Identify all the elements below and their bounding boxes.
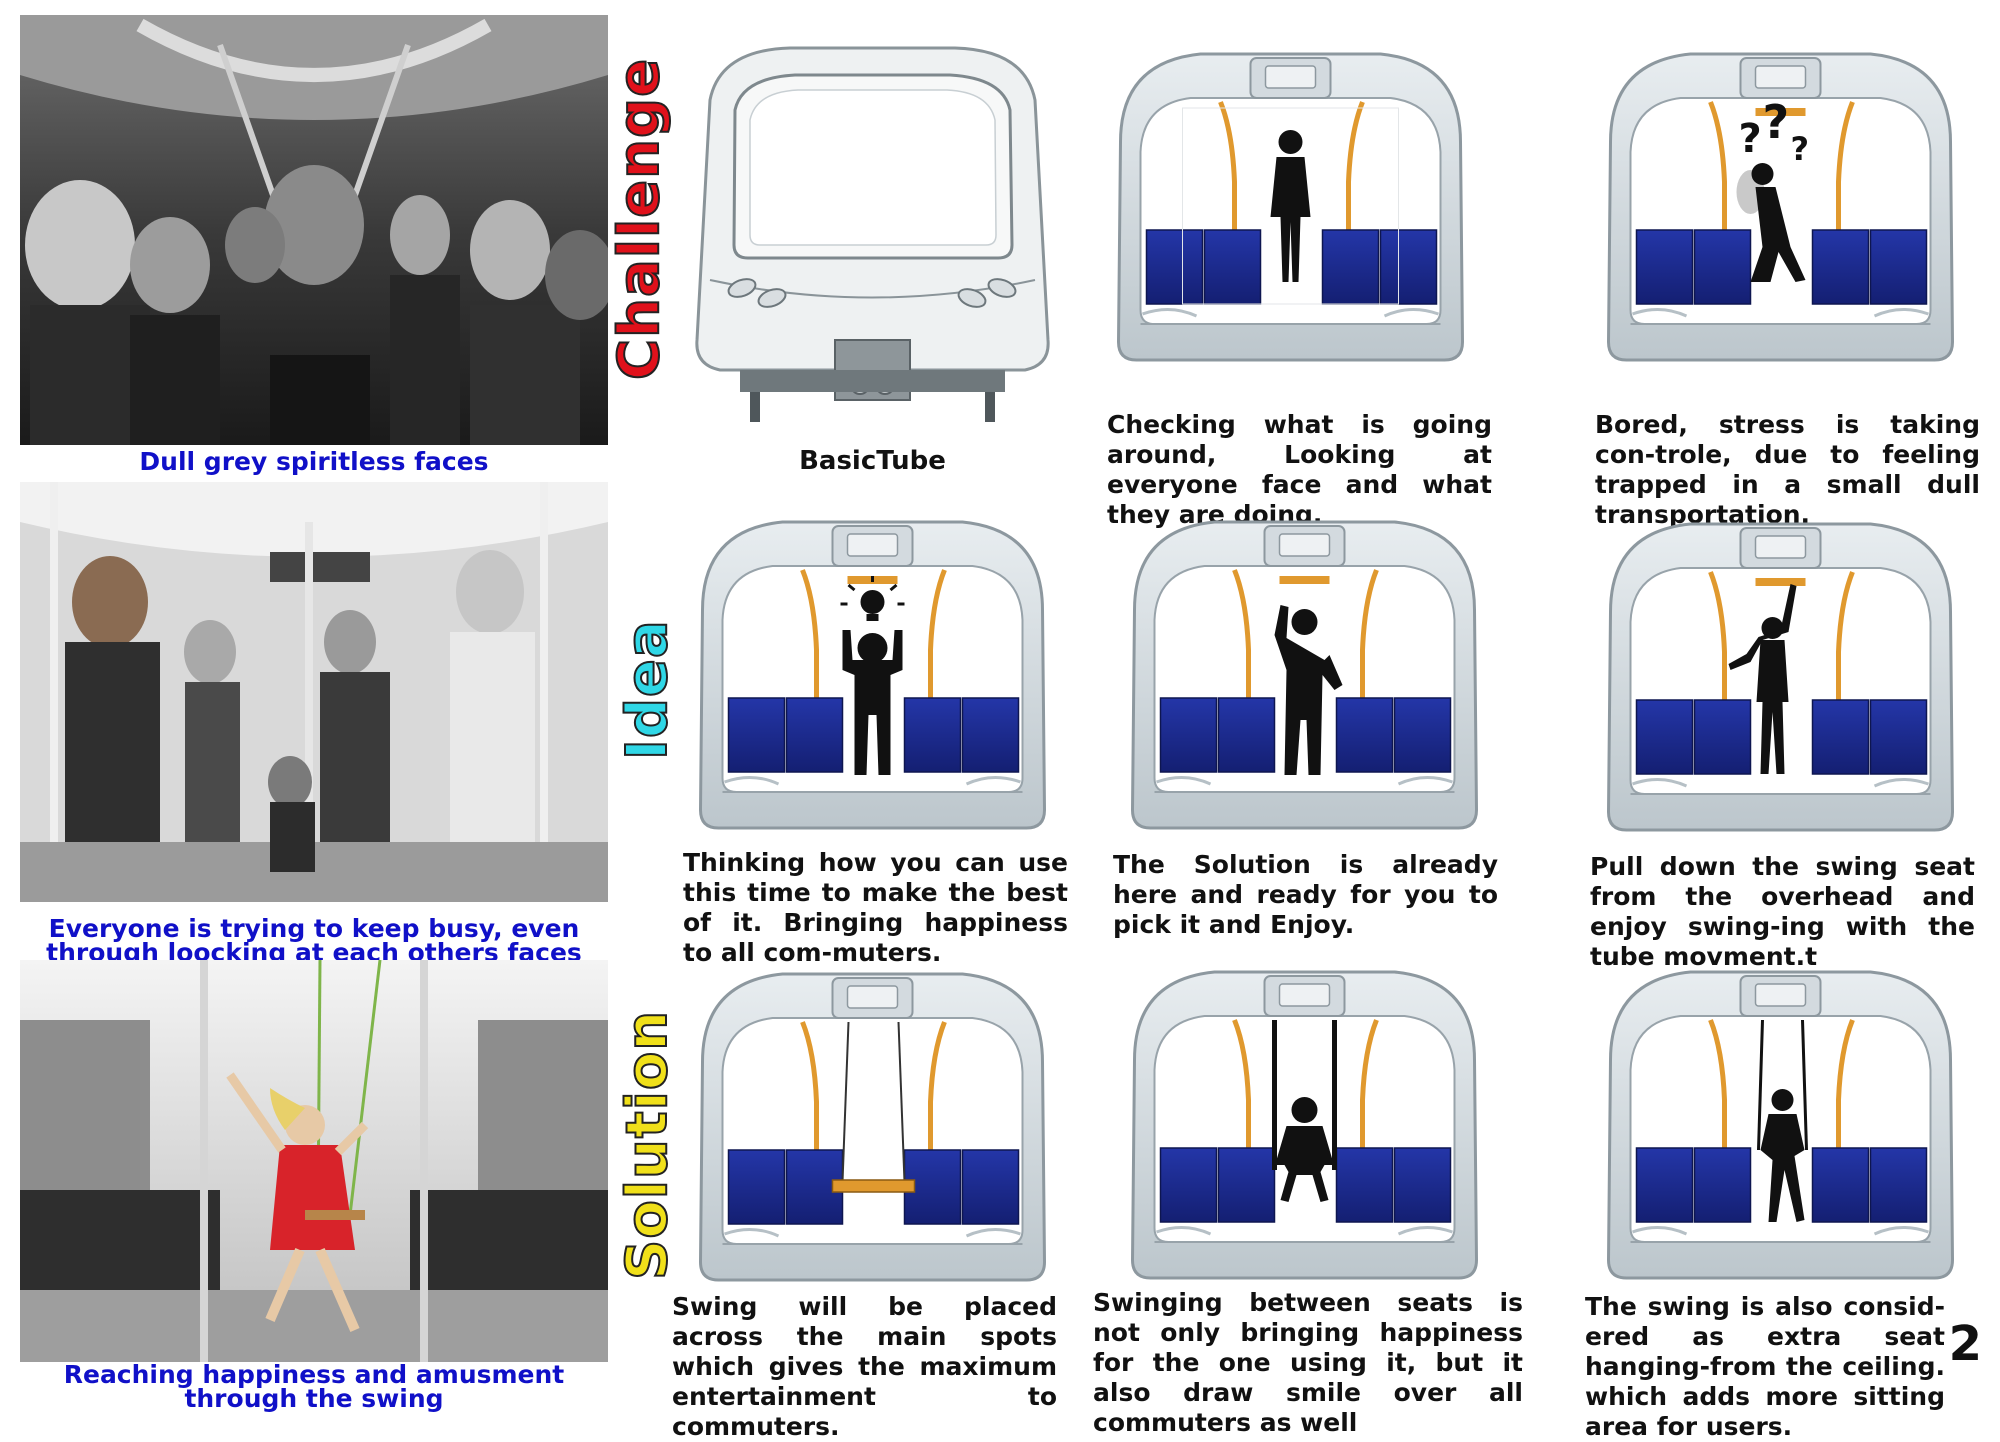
caption-solution-2: Swinging between seats is not only bring… — [1093, 1288, 1523, 1437]
caption-solution-1: Swing will be placed across the main spo… — [672, 1292, 1057, 1441]
photo-commuters-standing — [20, 482, 608, 902]
confused-person-icon: ? ? ? — [1736, 95, 1810, 282]
caption-idea-1: Thinking how you can use this time to ma… — [683, 848, 1068, 967]
photo-caption-3: Reaching happiness and amusment through … — [63, 1360, 565, 1413]
lightbulb-idea-icon — [840, 576, 905, 621]
carriage-illustration — [1112, 960, 1497, 1290]
caption-basic-tube: BasicTube — [799, 446, 946, 476]
svg-text:?: ? — [1791, 130, 1810, 168]
photo-commuters-seated — [20, 15, 608, 445]
section-label-challenge: Challenge — [606, 57, 673, 381]
caption-challenge-1: Checking what is going around, Looking a… — [1107, 410, 1492, 529]
swing-seat-icon — [831, 1021, 916, 1193]
person-reaching-icon — [1274, 605, 1343, 775]
svg-text:?: ? — [1739, 116, 1762, 162]
panel-tube-front — [680, 40, 1065, 440]
person-arms-up-icon — [842, 630, 903, 775]
carriage-illustration — [1588, 960, 1973, 1290]
caption-solution-3: The swing is also consid-ered as extra s… — [1585, 1292, 1945, 1441]
section-label-idea: Idea — [614, 618, 681, 761]
page-number: 2 — [1948, 1316, 1982, 1372]
tube-front-illustration — [695, 46, 1050, 422]
carriage-illustration — [680, 510, 1065, 840]
standing-person-icon — [1270, 130, 1311, 282]
person-pulling-icon — [1728, 584, 1797, 774]
caption-idea-2: The Solution is already here and ready f… — [1113, 850, 1498, 939]
carriage-illustration — [680, 962, 1065, 1292]
carriage-illustration — [1098, 42, 1483, 372]
person-swinging-icon — [1272, 1020, 1337, 1202]
panel-solution-extra-seat — [1588, 960, 1973, 1290]
caption-idea-3: Pull down the swing seat from the overhe… — [1590, 852, 1975, 971]
panel-challenge-looking — [1098, 42, 1483, 372]
person-seated-swing-icon — [1757, 1019, 1808, 1222]
photo-caption-2: Everyone is trying to keep busy, even th… — [46, 914, 582, 967]
photo-woman-on-swing — [20, 960, 608, 1362]
panel-idea-solution — [1112, 510, 1497, 840]
panel-idea-thinking — [680, 510, 1065, 840]
panel-idea-pull-down — [1588, 512, 1973, 842]
carriage-illustration: ? ? ? — [1588, 42, 1973, 372]
svg-text:?: ? — [1763, 95, 1790, 149]
photo-swing-woman — [20, 960, 608, 1362]
caption-challenge-2: Bored, stress is taking con-trole, due t… — [1595, 410, 1980, 529]
panel-solution-swing — [680, 962, 1065, 1292]
panel-challenge-bored: ? ? ? — [1588, 42, 1973, 372]
carriage-illustration — [1588, 512, 1973, 842]
photo-standing-commuters — [20, 482, 608, 902]
panel-solution-swinging — [1112, 960, 1497, 1290]
carriage-illustration — [1112, 510, 1497, 840]
photo-crowded-carriage — [20, 15, 608, 445]
photo-caption-1: Dull grey spiritless faces — [139, 447, 489, 476]
section-label-solution: Solution — [614, 1009, 681, 1281]
